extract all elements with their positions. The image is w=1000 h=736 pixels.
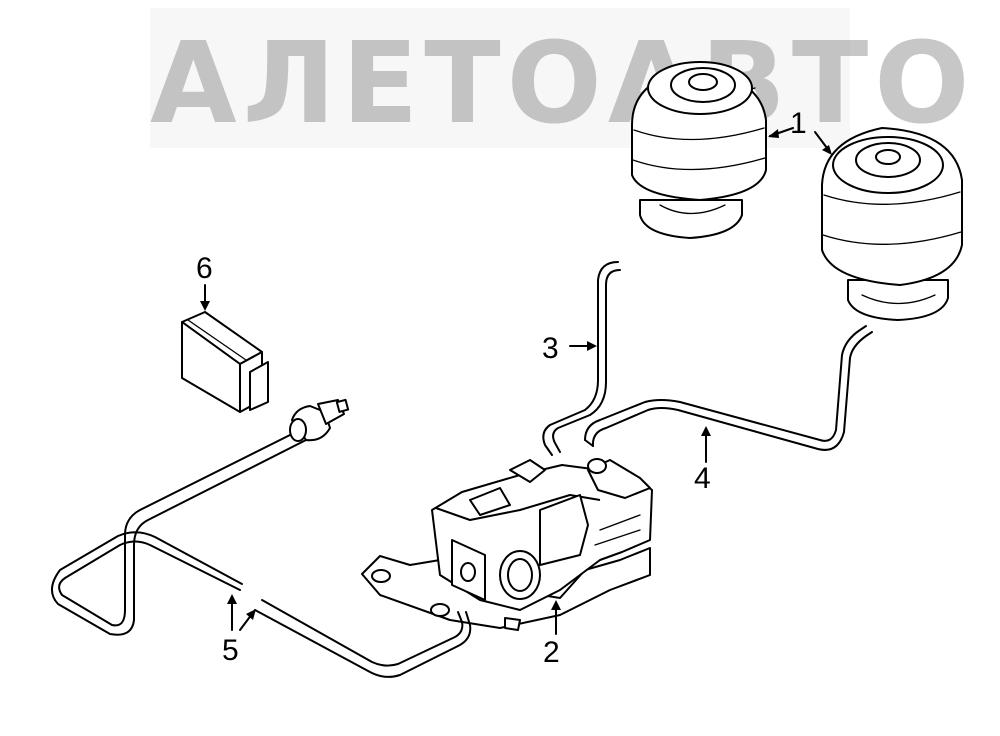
air-line-4[interactable] — [584, 325, 873, 451]
control-module[interactable] — [181, 311, 269, 413]
air-spring-right[interactable] — [821, 127, 963, 321]
air-line-3[interactable] — [542, 261, 621, 456]
callout-5: 5 — [222, 634, 239, 667]
arrow-4 — [701, 426, 711, 436]
arrow-1b — [822, 145, 832, 155]
arrow-2 — [551, 600, 561, 610]
air-line-5[interactable] — [51, 429, 472, 678]
callout-6: 6 — [196, 252, 213, 285]
pressure-sensor[interactable] — [289, 398, 350, 442]
callout-1: 1 — [790, 107, 807, 140]
arrow-1a — [768, 129, 779, 138]
callout-2: 2 — [543, 636, 560, 669]
arrow-5b — [246, 609, 256, 620]
arrow-3 — [587, 341, 597, 351]
arrow-5a — [227, 594, 237, 604]
callout-4: 4 — [694, 462, 711, 495]
watermark-text: АЛЕТОАВТО — [150, 19, 975, 149]
watermark-logo: АЛЕТОАВТО — [150, 8, 975, 149]
air-spring-left[interactable] — [631, 61, 767, 239]
compressor-assembly[interactable] — [361, 458, 653, 631]
arrow-6 — [200, 301, 210, 311]
callout-3: 3 — [542, 332, 559, 365]
